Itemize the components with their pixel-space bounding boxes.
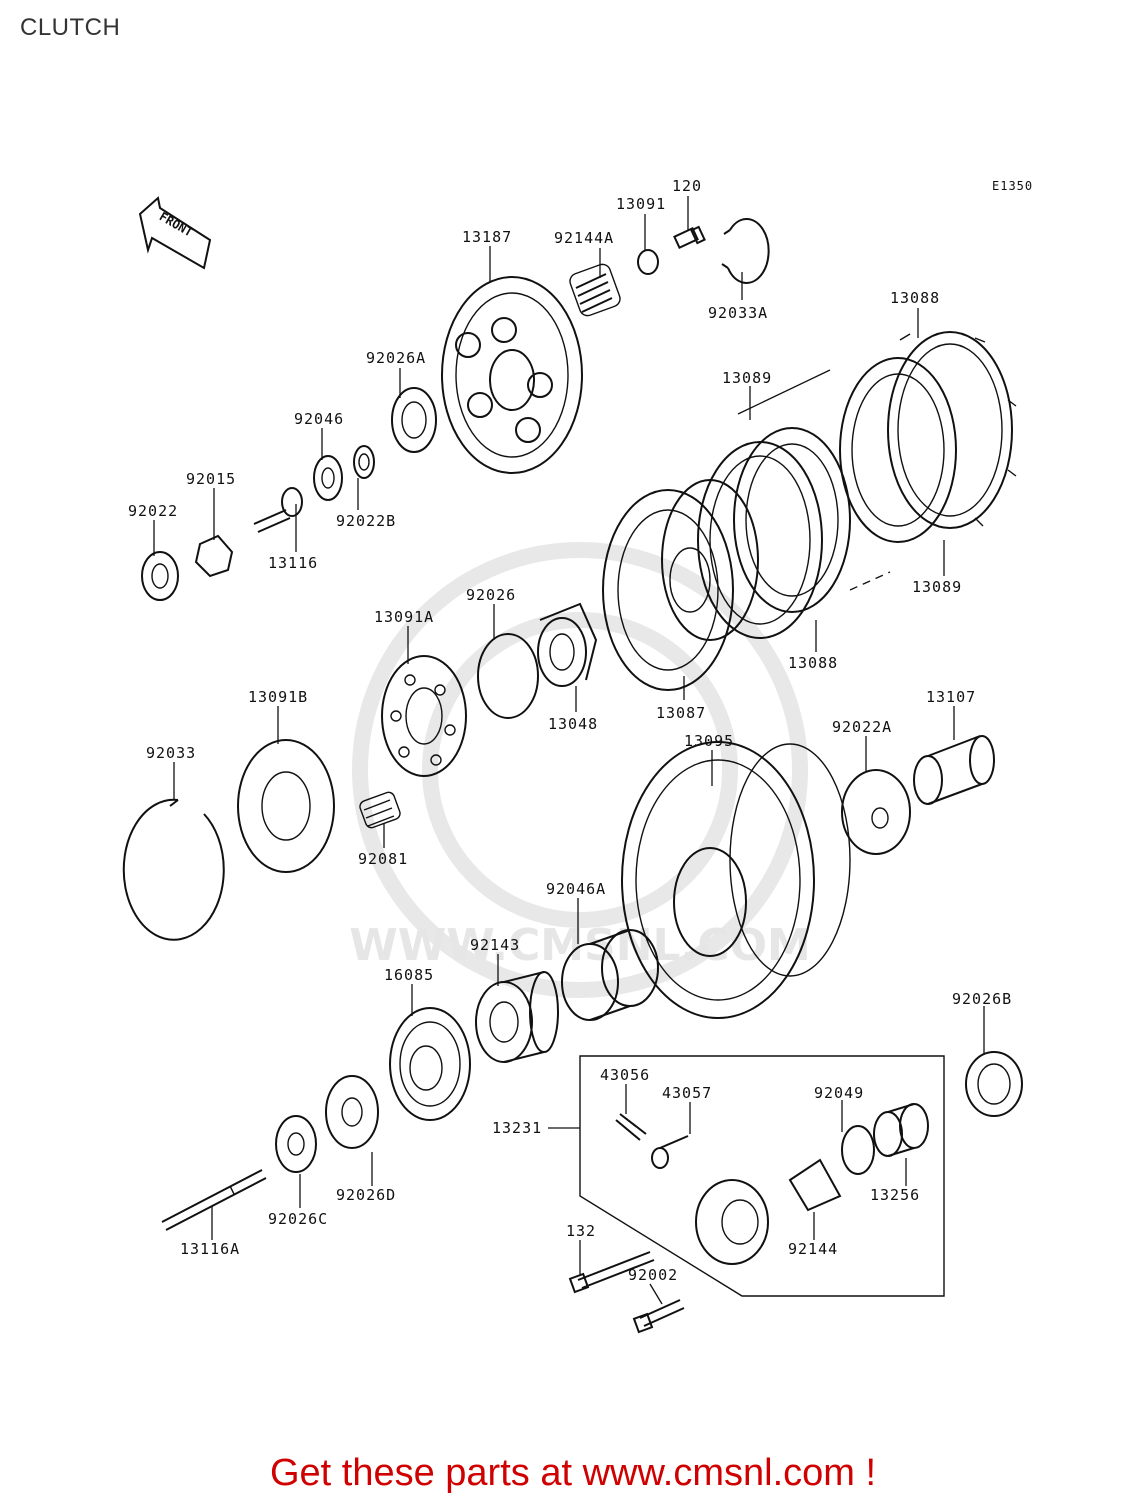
part-labels: 120 13091 92144A 13187 92033A 13088 9202… [128,177,1012,1284]
label-13087: 13087 [656,704,706,722]
watermark-logo: WWW.CMSNL.COM [349,542,811,998]
part-13187-pressure-plate [441,276,583,474]
label-13089-lower: 13089 [912,578,962,596]
part-13116-pushrod [253,487,303,533]
part-43057-cap [651,1135,689,1169]
part-92026-washer [477,633,539,719]
part-120-bolt [673,225,706,249]
front-arrow-icon: FRONT [138,196,212,270]
part-13107-sleeve [913,735,995,805]
label-13095: 13095 [684,732,734,750]
label-92033a: 92033A [708,304,768,322]
label-92022: 92022 [128,502,178,520]
label-13091: 13091 [616,195,666,213]
part-13089-steel-plate [839,357,957,543]
label-120: 120 [672,177,702,195]
part-92026b-gasket [965,1051,1023,1117]
part-92046-bearing [313,455,343,501]
label-92015: 92015 [186,470,236,488]
label-92049: 92049 [814,1084,864,1102]
page-title: CLUTCH [20,14,121,41]
part-92049-seal [841,1125,875,1175]
part-13091b-spring-plate [237,739,335,873]
label-92033: 92033 [146,744,196,762]
label-13116: 13116 [268,554,318,572]
label-92143: 92143 [470,936,520,954]
part-13091-cap [637,249,659,275]
label-92081: 92081 [358,850,408,868]
part-92143-collar [475,971,559,1063]
part-92144a-spring [569,263,621,317]
label-43057: 43057 [662,1084,712,1102]
part-92015-nut [194,534,234,578]
label-92026a: 92026A [366,349,426,367]
label-92026: 92026 [466,586,516,604]
label-92046a: 92046A [546,880,606,898]
part-92033a-circlip [721,217,770,284]
part-92026a-washer [391,387,437,453]
part-13095-clutch-housing [621,741,851,1019]
part-16085-gear [389,1007,471,1121]
label-92026b: 92026B [952,990,1012,1008]
label-92026c: 92026C [268,1210,328,1228]
part-13256-piston [873,1103,929,1157]
label-92022a: 92022A [832,718,892,736]
part-13087-clutch-hub [602,479,759,691]
label-13088-lower: 13088 [788,654,838,672]
label-92002: 92002 [628,1266,678,1284]
part-43056-bleeder [615,1113,647,1141]
part-92033-circlip [122,798,225,941]
part-92022-lock-washer [141,551,179,601]
part-92081-spring [359,791,401,829]
label-132: 132 [566,1222,596,1240]
part-92026c-washer [275,1115,317,1173]
label-13048: 13048 [548,715,598,733]
label-13107: 13107 [926,688,976,706]
label-13231: 13231 [492,1119,542,1137]
label-13091b: 13091B [248,688,308,706]
label-13187: 13187 [462,228,512,246]
part-13231-release-assembly [579,1055,945,1297]
label-13091a: 13091A [374,608,434,626]
label-43056: 43056 [600,1066,650,1084]
part-132-bolt [568,1251,655,1294]
part-13088-friction-plate-lower [697,441,823,639]
label-92144a: 92144A [554,229,614,247]
label-13116a: 13116A [180,1240,240,1258]
label-92026d: 92026D [336,1186,396,1204]
label-92144: 92144 [788,1240,838,1258]
label-16085: 16085 [384,966,434,984]
part-13089-steel-plate-lower [733,427,851,613]
label-13089-top: 13089 [722,369,772,387]
label-92046: 92046 [294,410,344,428]
part-92002-bolt [632,1299,685,1334]
part-92144-boot [788,1158,842,1212]
part-13116a-rod [161,1169,267,1231]
part-92022b-washer [353,445,375,479]
footer-cta-link[interactable]: Get these parts at www.cmsnl.com ! [269,1452,877,1494]
part-92022a-washer [841,769,911,855]
part-92026d-washer [325,1075,379,1149]
ref-code: E1350 [992,179,1033,193]
part-13088-friction-plate [887,331,1017,529]
part-13048-collar [537,602,598,687]
label-13088-top: 13088 [890,289,940,307]
label-13256: 13256 [870,1186,920,1204]
leader-lines [153,196,985,1305]
label-92022b: 92022B [336,512,396,530]
part-13091a-holder-plate [381,655,467,777]
part-92046a-needle-bearing [561,929,659,1021]
